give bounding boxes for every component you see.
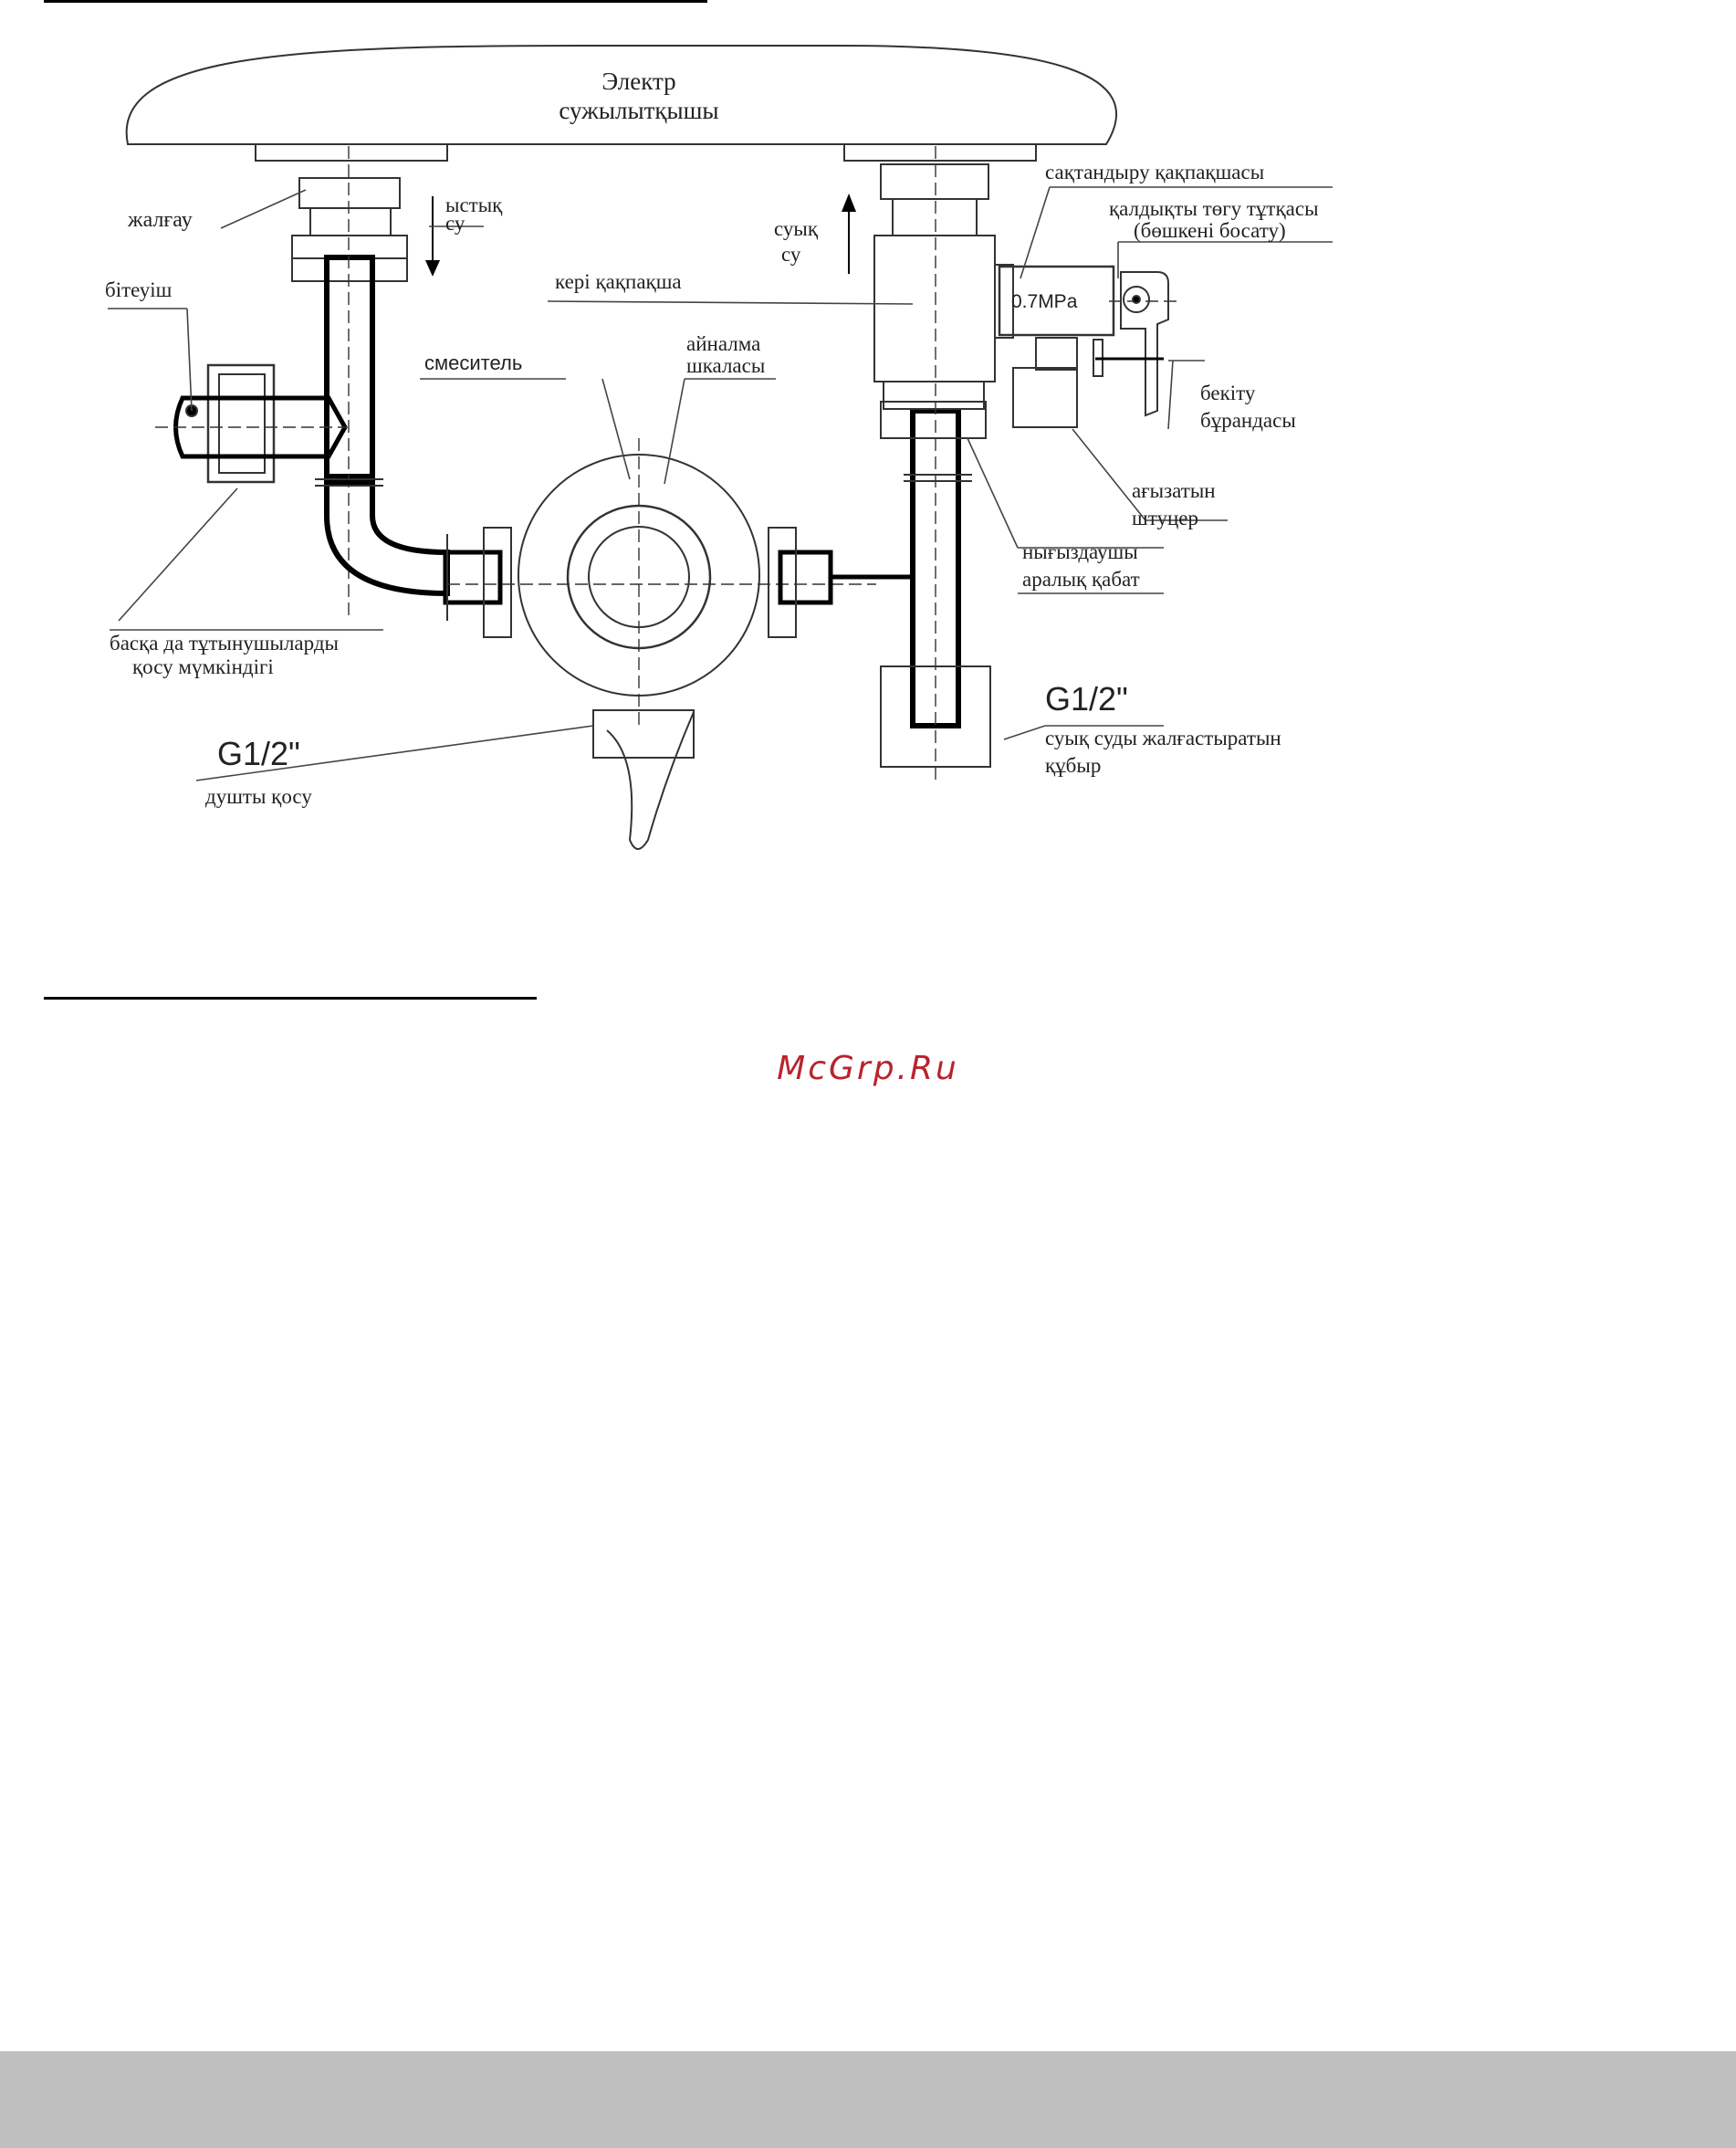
pressure-value: 0.7MPa — [1011, 291, 1078, 312]
heater-label-line2: сужылытқышы — [559, 97, 718, 124]
other-consumers-label-line2: қосу мүмкіндігі — [132, 655, 274, 678]
drain-handle — [1120, 271, 1169, 417]
check-valve-label: кері қақпақша — [555, 270, 682, 293]
hot-pipe — [324, 255, 375, 479]
hot-bend — [324, 479, 450, 597]
shower-outlet — [606, 711, 695, 850]
watermark: McGrp.Ru — [777, 1050, 959, 1087]
other-consumers-label-line1: басқа да тұтынушыларды — [110, 632, 339, 655]
top-rule — [44, 0, 707, 3]
gasket-label-line1: нығыздаушы — [1022, 540, 1138, 563]
hot-water-label-line2: су — [445, 212, 465, 235]
locking-screw-label-line1: бекіту — [1200, 382, 1256, 404]
footer-band — [0, 2051, 1736, 2148]
drain-handle-label-line2: (бөшкені босату) — [1134, 219, 1286, 242]
hot-water-label-line1: ыстық — [445, 194, 503, 216]
gasket-label-line2: аралық қабат — [1022, 568, 1140, 591]
cold-water-label-line1: суық — [774, 217, 819, 240]
cold-pipe-label-line1: суық суды жалғастыратын — [1045, 727, 1281, 749]
drain-fitting-label-line2: штуцер — [1132, 507, 1198, 529]
heater-label-line1: Электр — [601, 68, 675, 95]
coupling-label: жалғау — [127, 208, 193, 232]
water-heater-connection-diagram: Электр сужылытқышы жалғау ыстық су бітеу… — [105, 45, 1333, 850]
thread-size-left: G1/2" — [217, 735, 300, 772]
rotary-scale-label-line2: шкаласы — [686, 354, 765, 377]
cold-pipe-label-line2: құбыр — [1045, 754, 1101, 777]
thread-size-right: G1/2" — [1045, 680, 1128, 718]
shower-connection-label: душты қосу — [205, 785, 312, 808]
section-rule — [44, 997, 537, 1000]
drain-handle-label-line1: қалдықты төгу тұтқасы — [1109, 197, 1319, 220]
drain-fitting-label-line1: ағызатын — [1132, 479, 1216, 502]
hot-side-nut — [298, 177, 401, 209]
mixer-label: смеситель — [424, 351, 522, 374]
safety-valve-label: сақтандыру қақпақшасы — [1045, 161, 1264, 183]
heater-body — [125, 45, 1118, 145]
safety-valve — [995, 264, 1014, 339]
cold-water-label-line2: су — [781, 243, 801, 266]
rotary-scale-label-line1: айналма — [686, 332, 760, 355]
locking-screw-label-line2: бұрандасы — [1200, 409, 1296, 432]
plug — [173, 395, 348, 459]
plug-label: бітеуіш — [105, 278, 173, 301]
